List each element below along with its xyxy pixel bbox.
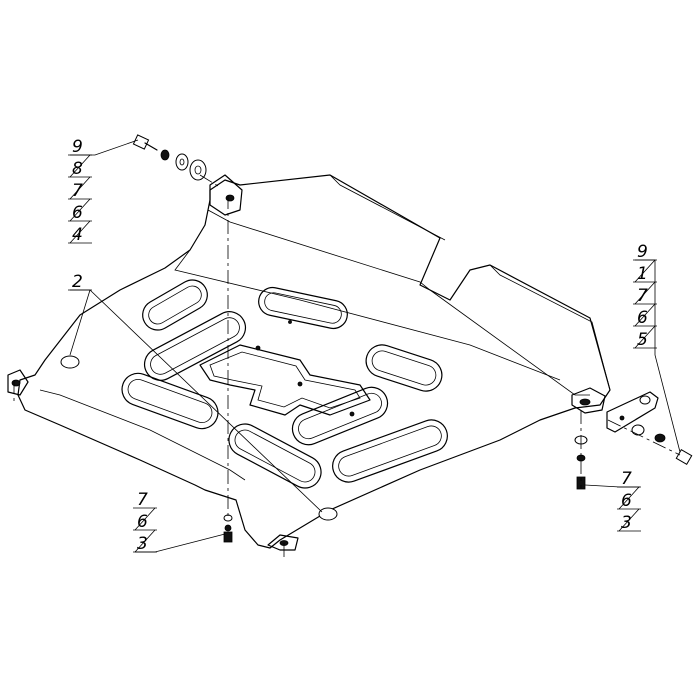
- assembly-axis: [607, 419, 681, 456]
- slot-inner: [150, 317, 240, 375]
- hole: [288, 320, 292, 324]
- mounting-holes: [60, 355, 338, 521]
- bracket-hole: [225, 194, 235, 202]
- callout-number: 9: [637, 242, 648, 262]
- callout-number: 7: [137, 490, 148, 510]
- callout-divider: [134, 507, 156, 531]
- fasteners-bottom-left: [223, 514, 233, 543]
- washer: [175, 153, 189, 171]
- mount-plate: [606, 391, 659, 433]
- bolt: [675, 448, 693, 466]
- center-rib-inner: [209, 351, 361, 409]
- mount-hole: [60, 355, 80, 369]
- callout-divider: [634, 259, 656, 283]
- leader-2-a: [69, 289, 91, 356]
- bolt: [223, 531, 233, 543]
- plate-lower-fold: [39, 389, 246, 481]
- callout-divider: [634, 303, 656, 327]
- callout-bottom-right: 763: [617, 469, 641, 533]
- callout-divider: [634, 281, 656, 305]
- fasteners-top-left: [132, 134, 219, 187]
- bracket-top-left: [209, 174, 243, 216]
- slot-inner: [338, 425, 442, 477]
- hole: [349, 411, 355, 417]
- callout-2: 2: [68, 272, 92, 292]
- callout-number: 2: [72, 272, 83, 292]
- plate-right-edge: [329, 174, 611, 391]
- plate-upper-fold: [207, 209, 590, 396]
- slot: [365, 344, 443, 392]
- bolt: [132, 134, 150, 150]
- leader-2-b: [89, 289, 323, 513]
- callout-divider: [618, 486, 640, 510]
- callout-divider: [134, 529, 156, 553]
- callout-number: 7: [621, 469, 632, 489]
- callout-divider: [69, 154, 91, 178]
- slot: [143, 311, 247, 381]
- bolt-shank: [144, 142, 158, 151]
- slot-inner: [298, 392, 382, 440]
- slot-inner: [371, 350, 437, 386]
- stamped-slots: [121, 279, 448, 489]
- bracket-left: [7, 369, 29, 396]
- slot-inner: [264, 292, 342, 324]
- slot-inner: [148, 285, 202, 325]
- center-rib: [199, 344, 371, 416]
- slot-inner: [234, 429, 316, 483]
- slot: [228, 423, 322, 489]
- slot-inner: [127, 378, 213, 424]
- callout-divider: [634, 325, 656, 349]
- skid-plate: [17, 174, 611, 549]
- nut: [160, 149, 170, 161]
- washer: [189, 159, 207, 181]
- plate-outline: [17, 174, 611, 549]
- mount-plate-right: [606, 391, 659, 433]
- bracket-hole: [11, 379, 21, 387]
- slot: [291, 386, 389, 446]
- bracket-hole: [579, 398, 591, 406]
- mount-hole: [318, 507, 338, 521]
- washer-hole: [194, 165, 202, 175]
- slot: [142, 279, 208, 331]
- callout-divider: [69, 220, 91, 244]
- bolt: [576, 476, 586, 490]
- callout-bottom-left: 763: [133, 490, 157, 554]
- mount-plate-hole: [639, 395, 651, 405]
- assembly-axis: [199, 174, 219, 187]
- slot: [258, 286, 348, 330]
- callout-divider: [69, 198, 91, 222]
- callout-divider: [618, 508, 640, 532]
- nut: [654, 433, 666, 443]
- hole: [255, 345, 261, 351]
- washer: [631, 424, 645, 436]
- bracket-bottom: [267, 534, 299, 551]
- fasteners-right: [574, 410, 693, 490]
- hole: [297, 381, 303, 387]
- mount-plate-hole: [619, 415, 625, 421]
- plate-inner-fold: [174, 249, 561, 381]
- callout-number: 9: [72, 137, 83, 157]
- callout-divider: [69, 176, 91, 200]
- nut: [224, 524, 232, 532]
- slot: [332, 419, 448, 483]
- bracket-right: [571, 387, 606, 414]
- washer-hole: [179, 158, 185, 166]
- slot: [121, 372, 219, 430]
